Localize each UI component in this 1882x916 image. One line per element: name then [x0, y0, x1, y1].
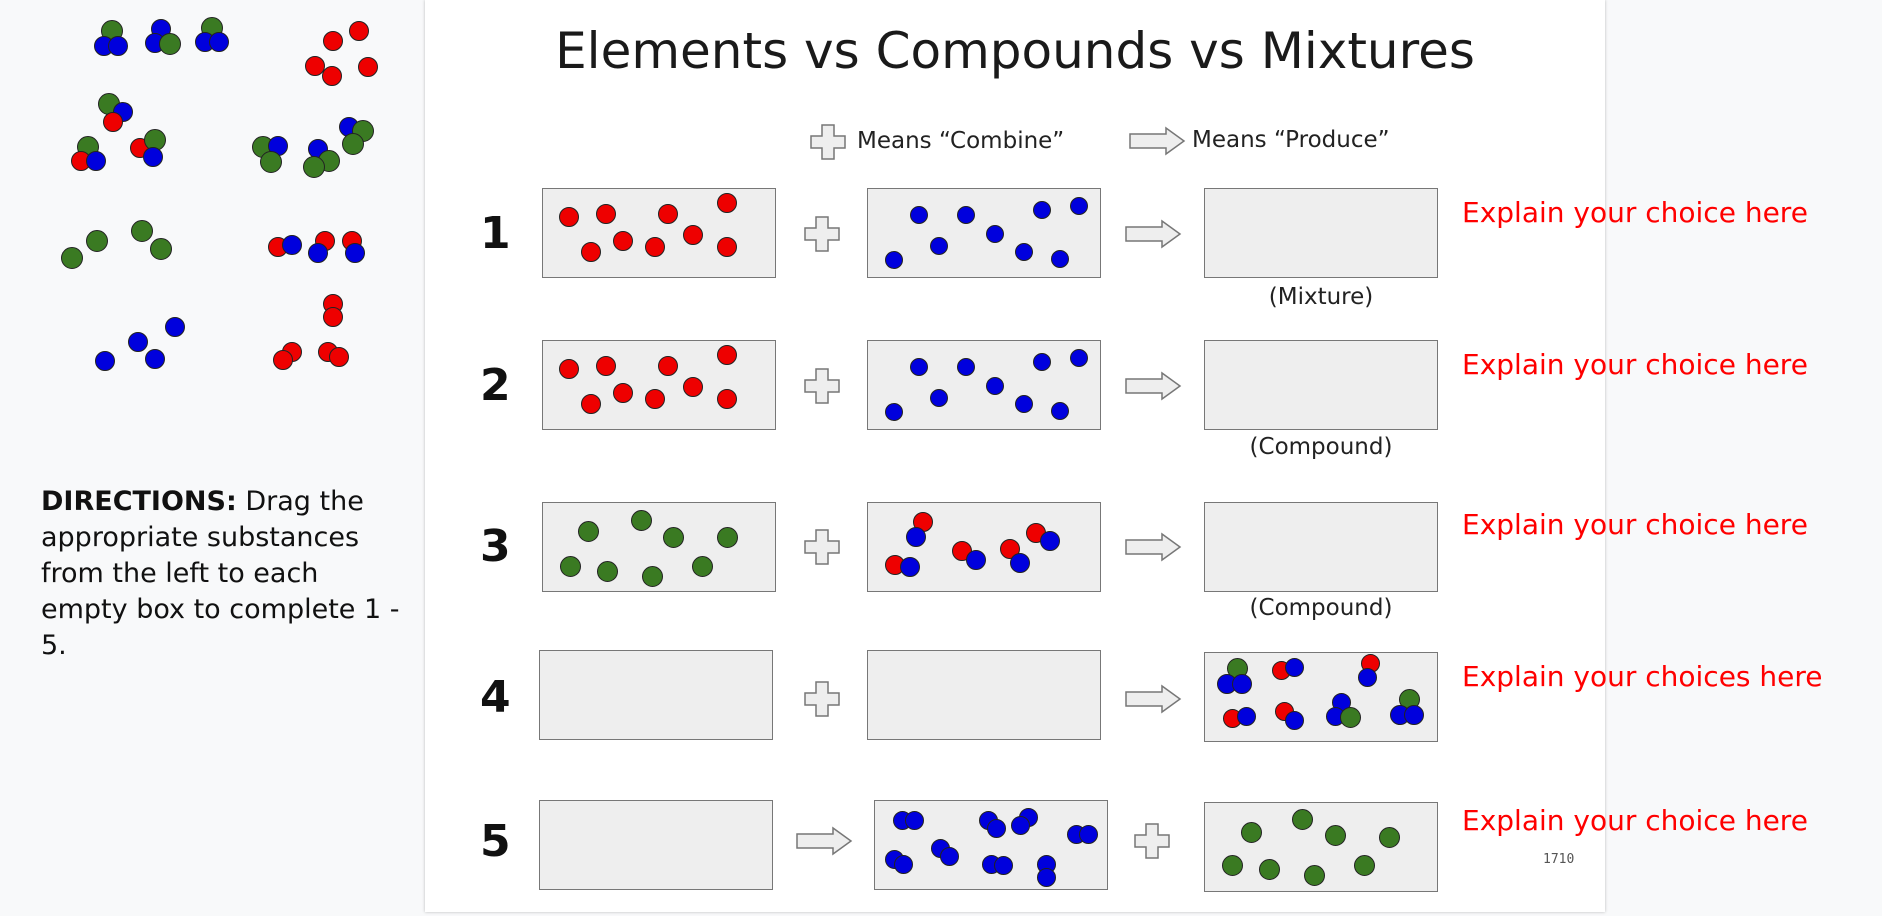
directions-label: DIRECTIONS:	[41, 486, 237, 517]
slide-canvas: Elements vs Compounds vs Mixtures Means …	[425, 0, 1823, 912]
row-3-number: 3	[480, 521, 511, 572]
plus-icon	[803, 215, 841, 253]
legend-produce-text: Means “Produce”	[1192, 127, 1390, 153]
row-4-number: 4	[480, 672, 511, 723]
legend-combine-text: Means “Combine”	[857, 128, 1065, 154]
row-2-caption: (Compound)	[1249, 434, 1393, 460]
row-5-number: 5	[480, 816, 511, 867]
row-2-explain-text[interactable]: Explain your choice here	[1462, 348, 1808, 381]
draggable-substance-red-atoms[interactable]	[300, 18, 385, 88]
row-3-explain-text[interactable]: Explain your choice here	[1462, 508, 1808, 541]
arrow-right-icon	[1124, 532, 1182, 562]
row-5-reactant-drop-box[interactable]	[539, 800, 773, 890]
plus-icon	[803, 528, 841, 566]
row-1-reactant-b-blue-atoms	[867, 188, 1101, 278]
row-1-caption: (Mixture)	[1268, 284, 1374, 310]
slide-title: Elements vs Compounds vs Mixtures	[555, 22, 1475, 80]
row-5-product-blue-diatomic	[874, 800, 1108, 890]
row-3-reactant-b-red-blue-molecules	[867, 502, 1101, 592]
plus-icon	[809, 123, 847, 161]
row-5-explain-text[interactable]: Explain your choice here	[1462, 804, 1808, 837]
draggable-substance-green-blue-mixture[interactable]	[250, 112, 380, 182]
substance-panel: DIRECTIONS: Drag the appropriate substan…	[0, 0, 425, 916]
row-2-reactant-b-blue-atoms	[867, 340, 1101, 430]
arrow-right-icon	[795, 826, 853, 856]
row-2-number: 2	[480, 360, 511, 411]
row-5-product-green-atoms	[1204, 802, 1438, 892]
row-4-product-mixture	[1204, 652, 1438, 742]
row-3-caption: (Compound)	[1249, 595, 1393, 621]
row-1-reactant-a-red-atoms	[542, 188, 776, 278]
plus-icon	[803, 367, 841, 405]
row-4-explain-text[interactable]: Explain your choices here	[1462, 660, 1823, 693]
draggable-substance-blue-atoms[interactable]	[90, 313, 190, 373]
arrow-right-icon	[1128, 126, 1186, 156]
row-4-reactant-b-drop-box[interactable]	[867, 650, 1101, 740]
row-1-product-drop-box[interactable]	[1204, 188, 1438, 278]
draggable-substance-red-diatomic[interactable]	[268, 292, 358, 372]
plus-icon	[1133, 822, 1171, 860]
draggable-substance-green-atoms[interactable]	[58, 220, 178, 270]
row-2-product-drop-box[interactable]	[1204, 340, 1438, 430]
directions-body: Drag the appropriate substances from the…	[41, 486, 400, 661]
directions-text: DIRECTIONS: Drag the appropriate substan…	[41, 484, 411, 664]
arrow-right-icon	[1124, 684, 1182, 714]
row-3-product-drop-box[interactable]	[1204, 502, 1438, 592]
row-4-reactant-a-drop-box[interactable]	[539, 650, 773, 740]
draggable-substance-mixed-molecules-a[interactable]	[68, 90, 178, 180]
row-1-explain-text[interactable]: Explain your choice here	[1462, 196, 1808, 229]
row-1-number: 1	[480, 208, 511, 259]
draggable-substance-green-blue-molecules[interactable]	[90, 15, 245, 60]
arrow-right-icon	[1124, 371, 1182, 401]
draggable-substance-red-blue-molecules[interactable]	[265, 228, 370, 268]
row-2-reactant-a-red-atoms	[542, 340, 776, 430]
slide-page-number: 1710	[1543, 852, 1575, 867]
arrow-right-icon	[1124, 219, 1182, 249]
plus-icon	[803, 680, 841, 718]
row-3-reactant-a-green-atoms	[542, 502, 776, 592]
